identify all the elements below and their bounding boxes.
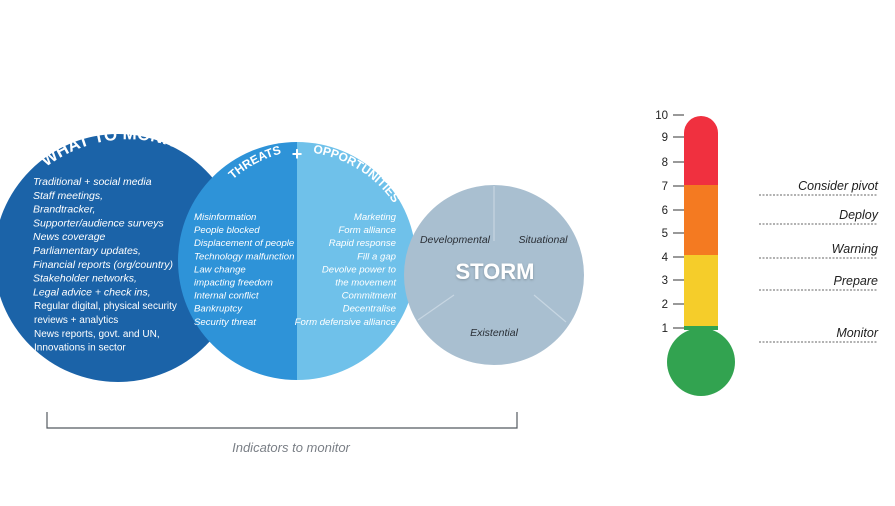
opportunity-item: the movement: [335, 278, 396, 289]
thermometer-tick-label: 7: [662, 181, 668, 193]
monitor-item: Parliamentary updates,: [33, 245, 141, 257]
thermometer-tick-label: 4: [662, 252, 669, 264]
thermometer-tick-label: 2: [662, 299, 668, 311]
monitor-item: Financial reports (org/country): [33, 259, 173, 271]
opportunity-item: Form alliance: [338, 225, 396, 236]
monitor-item: Staff meetings,: [33, 190, 103, 202]
level-label: Consider pivot: [798, 179, 878, 193]
bracket-line: [46, 412, 518, 429]
threat-item: impacting freedom: [194, 278, 273, 289]
monitor-item: News reports, govt. and UN,: [34, 329, 160, 340]
opportunity-item: Fill a gap: [357, 251, 397, 262]
thermometer-tick-label: 5: [662, 228, 668, 240]
level-label: Monitor: [836, 326, 879, 340]
opportunity-item: Decentralise: [343, 304, 396, 315]
thermometer-tick-label: 8: [662, 157, 668, 169]
thermometer-segment-orange: [684, 185, 718, 255]
threat-item: Bankruptcy: [194, 304, 243, 315]
monitor-item: reviews + analytics: [34, 315, 118, 326]
thermometer-tube: [684, 116, 718, 330]
thermometer-scale: 10 9 8 7 6 5 4 3 2 1: [655, 110, 684, 335]
opportunities-half-shape: [297, 142, 416, 380]
threats-opportunities-circle: THREATS + OPPORTUNITIES MisinformationPe…: [178, 142, 416, 380]
monitor-item: Regular digital, physical security: [34, 301, 177, 312]
level-label: Prepare: [834, 274, 879, 288]
threat-item: Law change: [194, 264, 246, 275]
thermometer: 10 9 8 7 6 5 4 3 2 1 Consider pivotDeployWarningP…: [655, 110, 879, 396]
thermometer-bulb: [667, 328, 735, 396]
bracket-label: Indicators to monitor: [232, 440, 350, 455]
threat-item: Displacement of people: [194, 238, 294, 249]
monitor-item: Legal advice + check ins,: [33, 286, 151, 298]
threat-item: Technology malfunction: [194, 251, 294, 262]
opportunity-item: Marketing: [354, 212, 397, 223]
threats-half-shape: [178, 142, 297, 380]
thermometer-tick-label: 9: [662, 132, 668, 144]
threat-item: Misinformation: [194, 212, 256, 223]
opportunity-item: Devolve power to: [322, 264, 397, 275]
thermometer-levels: Consider pivotDeployWarningPrepareMonito…: [759, 179, 879, 343]
storm-segment-developmental: Developmental: [420, 234, 491, 246]
thermometer-segment-yellow: [684, 255, 718, 326]
opportunity-item: Commitment: [342, 291, 397, 302]
opportunity-item: Rapid response: [329, 238, 396, 249]
monitor-item: Traditional + social media: [33, 176, 152, 188]
thermometer-tick-label: 1: [662, 323, 668, 335]
storm-title: STORM: [455, 259, 534, 284]
plus-sign: +: [292, 144, 303, 164]
storm-divider: [533, 294, 567, 323]
storm-divider: [417, 294, 455, 321]
thermometer-tick-label: 3: [662, 275, 668, 287]
storm-circle: STORM Developmental Situational Existent…: [404, 185, 584, 365]
level-label: Warning: [832, 242, 878, 256]
monitor-item: Stakeholder networks,: [33, 273, 137, 285]
what-to-monitor-circle: WHAT TO MONITOR Traditional + social med…: [0, 124, 242, 382]
threat-item: Security threat: [194, 317, 256, 328]
monitor-item: News coverage: [33, 231, 106, 243]
storm-segment-situational: Situational: [518, 234, 568, 246]
storm-circle-shape: [404, 185, 584, 365]
threat-item: People blocked: [194, 225, 260, 236]
storm-segment-existential: Existential: [470, 327, 519, 339]
level-label: Deploy: [839, 208, 879, 222]
monitor-item: Innovations in sector: [34, 343, 126, 354]
indicators-bracket: Indicators to monitor: [46, 412, 518, 455]
monitor-item: Brandtracker,: [33, 204, 95, 216]
monitor-circle-shape: [0, 134, 242, 382]
monitor-item: Supporter/audience surveys: [33, 217, 164, 229]
thermometer-segment-red: [684, 116, 718, 185]
opportunity-item: Form defensive alliance: [295, 317, 396, 328]
threat-item: Internal conflict: [194, 291, 259, 302]
thermometer-tick-label: 6: [662, 205, 668, 217]
thermometer-tick-label: 10: [655, 110, 668, 122]
